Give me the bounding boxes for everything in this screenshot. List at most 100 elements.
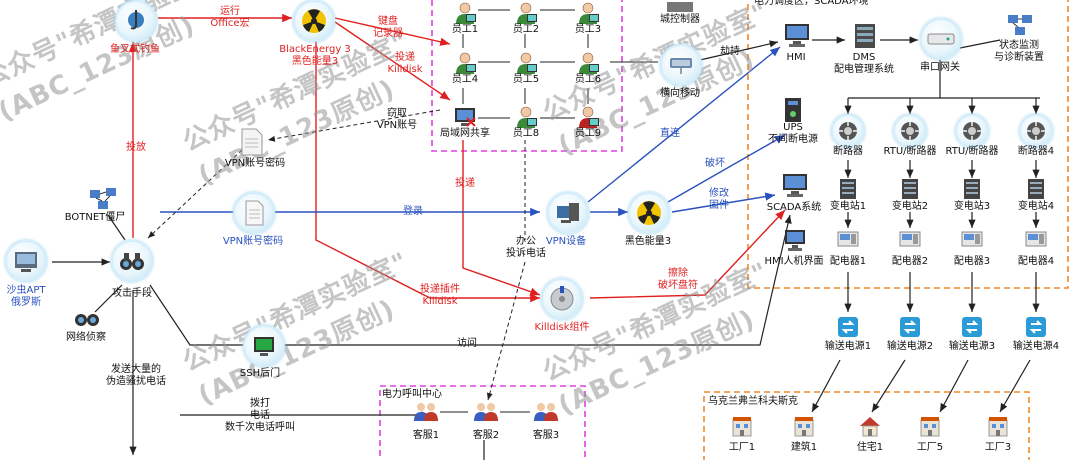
distributor-label: 配电器2 bbox=[891, 256, 929, 267]
radiation-icon bbox=[293, 0, 335, 42]
employee-icon bbox=[452, 0, 478, 29]
site-label: 工厂3 bbox=[984, 442, 1012, 453]
edge-modify-fw: 修改 固件 bbox=[709, 188, 729, 211]
vpn-device-icon bbox=[547, 192, 589, 234]
vpn-device-label: VPN设备 bbox=[545, 236, 587, 247]
substation-icon bbox=[900, 178, 920, 203]
lateral-label: 横向移动 bbox=[660, 88, 700, 99]
ssh-label: SSH后门 bbox=[239, 368, 281, 379]
distributor-label: 配电器4 bbox=[1017, 256, 1055, 267]
hmi-computer-icon bbox=[782, 22, 812, 53]
substation-icon bbox=[838, 178, 858, 203]
employee-icon bbox=[575, 104, 601, 133]
killdisk-label: Killdisk组件 bbox=[534, 322, 590, 333]
employee-icon bbox=[575, 0, 601, 29]
breaker-icon bbox=[955, 114, 989, 148]
edge-destroy: 破坏 bbox=[705, 158, 725, 169]
hmi-bottom-label: HMI人机界面 bbox=[764, 256, 824, 267]
breaker-label: 断路器4 bbox=[1017, 146, 1055, 157]
agent-icon bbox=[472, 400, 500, 425]
scada-computer-icon bbox=[780, 172, 810, 203]
city-title: 乌克兰弗兰科夫斯克 bbox=[708, 396, 798, 407]
edge-run-macro: 运行 Office宏 bbox=[210, 6, 250, 29]
edge-access: 访问 bbox=[457, 338, 477, 349]
document-icon bbox=[240, 128, 264, 159]
distributor-label: 配电器3 bbox=[953, 256, 991, 267]
employee-label: 局域网共享 bbox=[440, 128, 490, 139]
power-label: 输送电源2 bbox=[886, 341, 934, 352]
city-controller-label: 城控制器 bbox=[660, 14, 700, 25]
agent-label: 客服2 bbox=[472, 430, 500, 441]
breaker-icon bbox=[1019, 114, 1053, 148]
employee-icon bbox=[513, 104, 539, 133]
edge-direct: 直连 bbox=[660, 128, 680, 139]
killdisk-icon bbox=[541, 278, 583, 320]
edge-hijack: 劫持 bbox=[720, 46, 740, 57]
building-icon bbox=[986, 414, 1010, 441]
lan-share-icon bbox=[452, 104, 478, 133]
attack-label: 攻击手段 bbox=[112, 288, 152, 299]
vpn-pwd-mid-label: VPN账号密码 bbox=[222, 236, 284, 247]
edge-keylogger: 键盘 记录器 bbox=[373, 16, 403, 39]
edge-deliver-killdisk: 投递 Killdisk bbox=[387, 52, 423, 75]
edge-deliver: 投递 bbox=[455, 178, 475, 189]
vpn-pwd-top-label: VPN账号密码 bbox=[224, 158, 286, 169]
distributor-label: 配电器1 bbox=[829, 256, 867, 267]
agent-icon bbox=[532, 400, 560, 425]
call-center-title: 电力呼叫中心 bbox=[382, 389, 442, 400]
edge-fake-calls: 发送大量的 伪造骚扰电话 bbox=[106, 364, 166, 387]
agent-label: 客服3 bbox=[532, 430, 560, 441]
serial-label: 串口网关 bbox=[920, 62, 960, 73]
building-icon bbox=[792, 414, 816, 441]
botnet-label: BOTNET僵尸 bbox=[64, 212, 126, 223]
serial-gateway-icon bbox=[920, 18, 962, 60]
edge-deliver-plugin: 投递插件 Killdisk bbox=[420, 284, 460, 307]
distributor-icon bbox=[836, 230, 860, 255]
breaker-icon bbox=[831, 114, 865, 148]
employee-label: 员工8 bbox=[512, 128, 540, 139]
ups-label: UPS 不间断电源 bbox=[768, 122, 818, 145]
site-label: 建筑1 bbox=[790, 442, 818, 453]
vpn-credential-icon bbox=[233, 192, 275, 234]
employee-label: 员工3 bbox=[574, 24, 602, 35]
fishing-hook-icon bbox=[115, 0, 157, 42]
ups-icon bbox=[780, 96, 806, 127]
fish-label: 鱼叉式钓鱼 bbox=[110, 44, 160, 55]
edge-dial: 拨打 电话 数千次电话呼叫 bbox=[225, 398, 295, 433]
apt-label: 沙虫APT 俄罗斯 bbox=[6, 285, 46, 308]
employee-label: 员工4 bbox=[451, 74, 479, 85]
site-label: 住宅1 bbox=[856, 442, 884, 453]
power-transmission-icon bbox=[899, 316, 921, 341]
botnet-icon bbox=[88, 186, 118, 215]
building-icon bbox=[918, 414, 942, 441]
employee-label: 员工5 bbox=[512, 74, 540, 85]
radiation-icon bbox=[628, 192, 670, 234]
breaker-icon bbox=[893, 114, 927, 148]
employee-label: 员工6 bbox=[574, 74, 602, 85]
employee-label: 员工2 bbox=[512, 24, 540, 35]
distributor-icon bbox=[1024, 230, 1048, 255]
edge-drop: 投放 bbox=[126, 142, 146, 153]
breaker-label: RTU/断路器 bbox=[883, 146, 937, 157]
building-icon bbox=[730, 414, 754, 441]
employee-icon bbox=[513, 50, 539, 79]
scada-zone bbox=[747, 0, 1069, 289]
power-label: 输送电源4 bbox=[1012, 341, 1060, 352]
edge-office-call: 办公 投诉电话 bbox=[506, 236, 546, 259]
substation-label: 变电站1 bbox=[829, 201, 867, 212]
site-label: 工厂1 bbox=[728, 442, 756, 453]
breaker-label: RTU/断路器 bbox=[945, 146, 999, 157]
site-label: 工厂5 bbox=[916, 442, 944, 453]
distributor-icon bbox=[960, 230, 984, 255]
substation-icon bbox=[1026, 178, 1046, 203]
employee-icon bbox=[575, 50, 601, 79]
edge-erase: 擦除 破坏盘符 bbox=[658, 268, 698, 291]
recon-icon bbox=[72, 308, 102, 331]
scada-zone-title: 电力调度区，SCADA环境 bbox=[754, 0, 869, 7]
power-transmission-icon bbox=[1025, 316, 1047, 341]
power-label: 输送电源1 bbox=[824, 341, 872, 352]
agent-label: 客服1 bbox=[412, 430, 440, 441]
employee-icon bbox=[513, 0, 539, 29]
power-transmission-icon bbox=[961, 316, 983, 341]
